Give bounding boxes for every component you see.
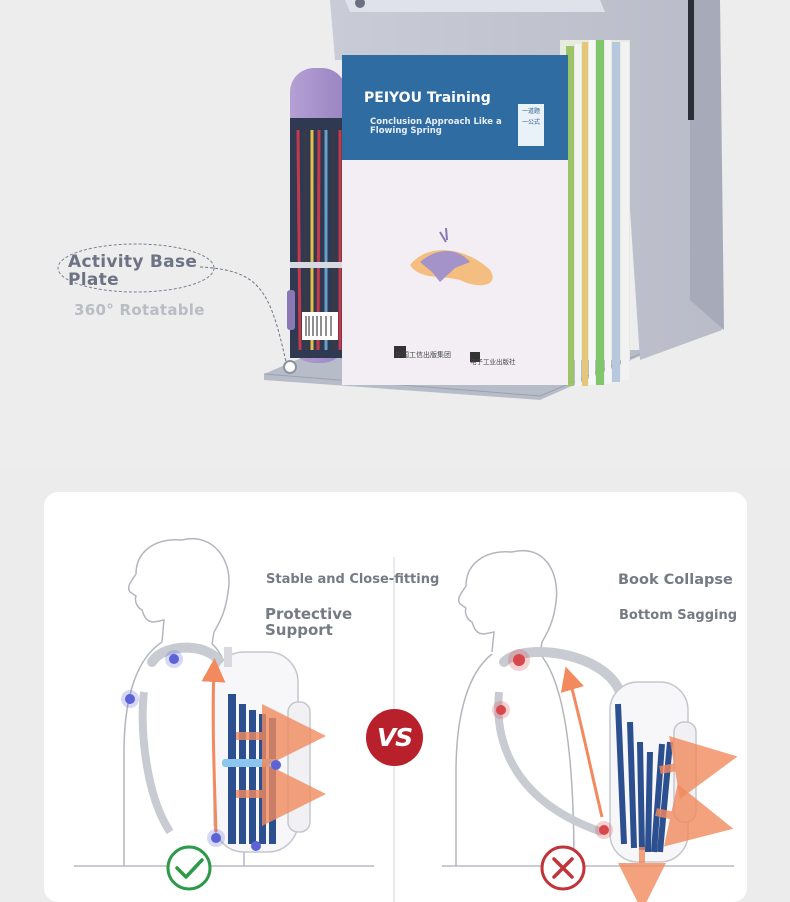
- comparison-panel: Stable and Close-fitting Protective Supp…: [44, 492, 747, 902]
- x-circle-icon: [540, 845, 586, 891]
- good-backpack: [138, 642, 326, 853]
- bad-backpack: [494, 647, 738, 902]
- good-label-stable: Stable and Close-fitting: [266, 572, 440, 587]
- comparison-illustration: [74, 537, 738, 902]
- vs-badge: VS: [366, 709, 423, 766]
- publisher-right: 电子工业出版社: [470, 358, 516, 366]
- callout-title: Activity Base Plate: [68, 252, 198, 290]
- bad-label-sagging: Bottom Sagging: [619, 608, 738, 623]
- good-pressure-points: [121, 650, 281, 851]
- bad-pressure-points: [492, 649, 613, 839]
- hero-section: Activity Base Plate 360° Rotatable PEIYO…: [57, 0, 724, 400]
- book-badge: 一道题 一公式: [521, 109, 540, 126]
- check-circle-icon: [166, 845, 212, 891]
- backpack-illustration: [57, 0, 724, 400]
- bad-figure: [455, 549, 575, 867]
- good-label-support: Protective Support: [265, 605, 353, 639]
- publisher-left: 中国工信出版集团: [395, 351, 451, 359]
- book-subtitle: Conclusion Approach Like a Flowing Sprin…: [370, 117, 502, 136]
- plate-pivot-dot: [283, 360, 297, 374]
- book-title: PEIYOU Training: [364, 90, 491, 106]
- bad-label-collapse: Book Collapse: [618, 572, 733, 588]
- callout-subtitle: 360° Rotatable: [74, 301, 205, 319]
